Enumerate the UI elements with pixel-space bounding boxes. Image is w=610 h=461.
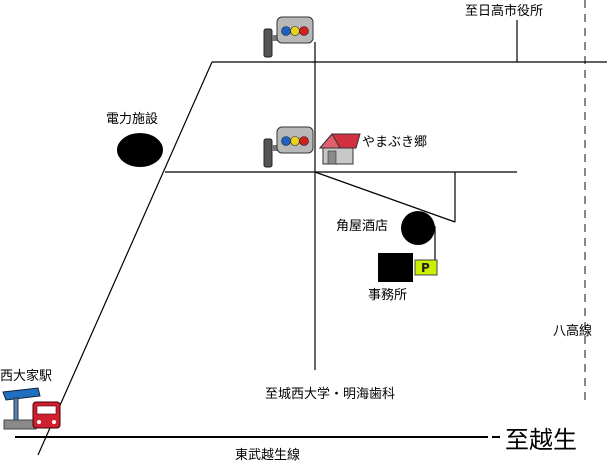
house-icon — [318, 133, 361, 165]
power-facility-label: 電力施設 — [106, 111, 158, 127]
traffic-light-icon — [263, 16, 314, 58]
city-hall-label: 至日高市役所 — [465, 3, 543, 19]
yamabuki-label: やまぶき郷 — [362, 135, 427, 150]
road-to-sake-shop — [314, 171, 456, 223]
diagonal-road — [37, 61, 213, 456]
parking-label: P — [421, 261, 430, 275]
hachiko-line-label: 八高線 — [553, 323, 592, 339]
office-label: 事務所 — [368, 288, 407, 303]
sake-shop-marker — [401, 211, 435, 245]
tobu-line-label: 東武越生線 — [235, 447, 300, 461]
traffic-light-icon — [263, 126, 314, 168]
parking-icon: P — [414, 259, 438, 276]
sake-shop-label: 角屋酒店 — [336, 219, 388, 234]
power-facility-marker — [117, 133, 163, 167]
office-marker — [378, 253, 413, 282]
ogose-label: 至越生 — [505, 426, 577, 454]
josai-label: 至城西大学・明海歯科 — [265, 386, 395, 402]
station-label: 西大家駅 — [0, 368, 52, 384]
train-icon — [32, 401, 61, 429]
